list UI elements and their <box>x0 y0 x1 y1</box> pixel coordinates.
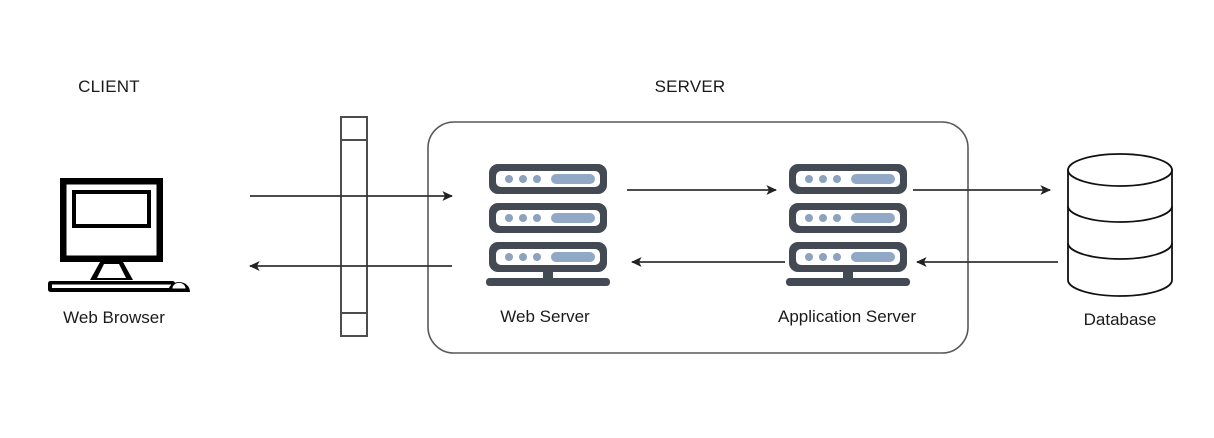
node-label-web-server: Web Server <box>500 307 590 326</box>
database-cylinder-icon <box>1067 153 1173 297</box>
server-rack-icon-web <box>486 164 610 286</box>
desktop-monitor-icon <box>48 178 190 292</box>
node-label-web-browser: Web Browser <box>63 308 165 327</box>
server-zone-title: SERVER <box>654 77 726 96</box>
node-label-application-server: Application Server <box>778 307 916 326</box>
server-rack-icon-application <box>786 164 910 286</box>
server-zone-container <box>427 121 969 354</box>
node-label-database: Database <box>1083 310 1157 329</box>
client-zone-title: CLIENT <box>78 77 140 96</box>
firewall-barrier-icon <box>340 116 368 337</box>
